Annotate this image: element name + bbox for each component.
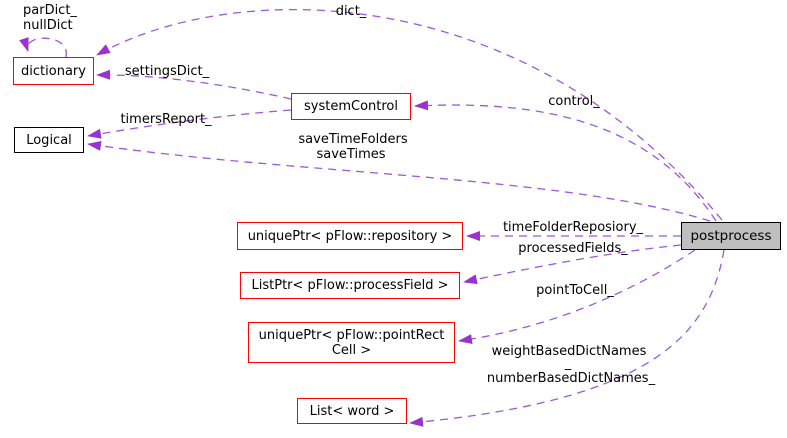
edge-self-loop-pardict (19, 37, 67, 58)
node-uniqueptr-pointrectcell[interactable]: uniquePtr< pFlow::pointRect Cell > (248, 322, 455, 363)
edge-label-point-to-cell: pointToCell_ (536, 283, 614, 298)
edge-point-to-cell (458, 249, 696, 345)
node-system-control[interactable]: systemControl (291, 93, 411, 120)
edge-save-time-folders (87, 140, 711, 222)
node-list-word[interactable]: List< word > (297, 398, 407, 424)
edge-dict (96, 8, 723, 221)
edge-label-control: control_ (548, 94, 600, 109)
edge-label-pardict: parDict_ (23, 3, 77, 18)
edge-label-processed-fields: processedFields_ (518, 241, 628, 256)
node-listptr-processfield[interactable]: ListPtr< pFlow::processField > (240, 272, 460, 299)
edge-settings-dict (96, 69, 292, 100)
edge-label-weight-based-underscore: _ (564, 356, 572, 371)
edge-weight-number-dictnames (409, 249, 725, 427)
node-dictionary[interactable]: dictionary (13, 57, 94, 85)
edge-control (414, 100, 717, 222)
edge-label-save-time-folders: saveTimeFolders (298, 132, 408, 147)
node-logical[interactable]: Logical (14, 127, 84, 153)
edge-label-timers-report: timersReport_ (120, 112, 212, 127)
node-postprocess: postprocess (681, 222, 781, 250)
edge-label-number-based-dictnames: numberBasedDictNames_ (486, 371, 656, 386)
edge-label-save-times: saveTimes (316, 147, 386, 162)
edge-label-time-folder-reposiory: timeFolderReposiory_ (502, 220, 644, 235)
edge-label-weight-based-dictnames: weightBasedDictNames (491, 344, 647, 359)
edge-label-settings-dict: settingsDict_ (124, 64, 210, 79)
edge-timers-report (87, 109, 292, 139)
edge-label-dict: dict_ (335, 4, 367, 19)
node-uniqueptr-repository[interactable]: uniquePtr< pFlow::repository > (237, 222, 463, 250)
edge-label-nulldict: nullDict (23, 18, 73, 33)
